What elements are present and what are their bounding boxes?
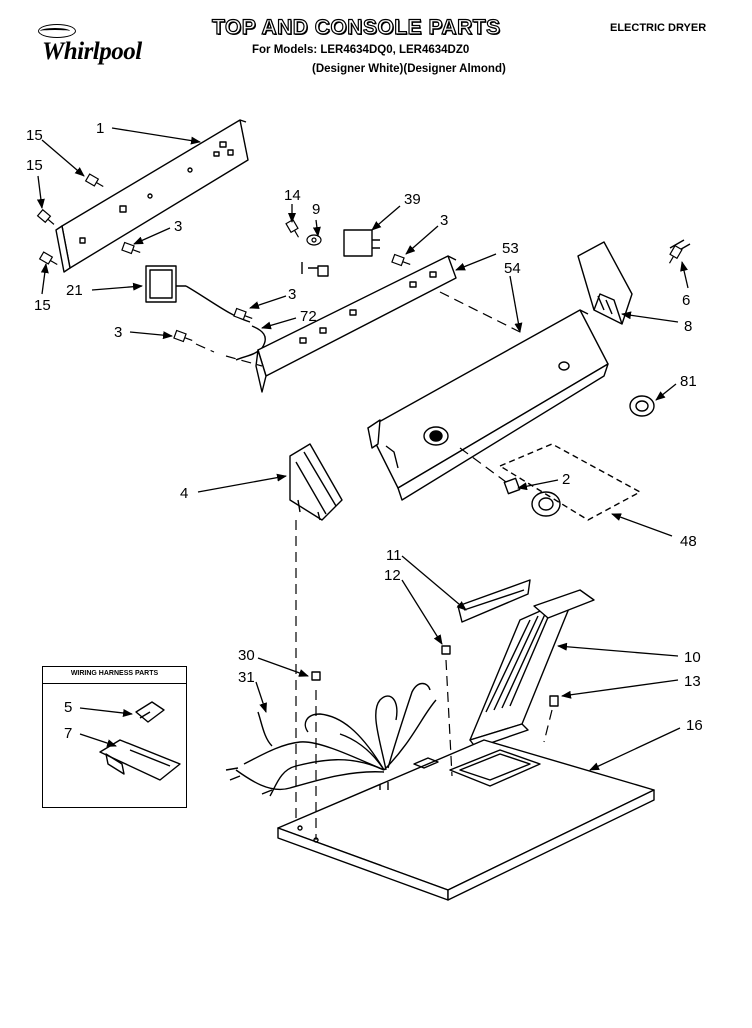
callout-2: 2 [562,471,570,488]
callout-3b: 3 [288,286,296,303]
part-timer-dial [499,443,641,521]
callout-7: 7 [64,725,72,742]
callout-14: 14 [284,187,301,204]
page-title: TOP AND CONSOLE PARTS [211,15,501,39]
callout-31: 31 [238,669,255,686]
callout-13: 13 [684,673,701,690]
colors-line: (Designer White)(Designer Almond) [312,63,506,75]
callout-3a: 3 [174,218,182,235]
leader-arrows [36,127,689,771]
part-wire-harness [225,671,437,797]
callout-8: 8 [684,318,692,335]
callout-30: 30 [238,647,255,664]
callout-81: 81 [680,373,697,390]
callout-11: 11 [386,547,402,564]
callout-16: 16 [686,717,703,734]
part-console-bracket [255,229,457,393]
callout-1: 1 [96,120,104,137]
screw-set [36,173,683,343]
callout-5: 5 [64,699,72,716]
callout-9: 9 [312,201,320,218]
whirlpool-logo: Whirlpool [36,24,170,72]
part-top-panel [277,739,655,901]
callout-54: 54 [504,260,521,277]
callout-53: 53 [502,240,519,257]
callout-3c: 3 [114,324,122,341]
callout-15c: 15 [34,297,51,314]
part-console-housing [367,309,609,501]
logo-oval-icon [38,24,76,38]
part-knob-81 [629,395,655,417]
callout-21: 21 [66,282,83,299]
inset-divider [43,683,186,684]
callout-12: 12 [384,567,401,584]
callout-72: 72 [300,308,317,325]
product-type: ELECTRIC DRYER [610,22,707,34]
callout-labels: 1 15 15 15 3 21 3 3 72 14 9 39 3 53 54 6… [26,120,703,742]
callout-15a: 15 [26,127,43,144]
reference-lines [195,291,553,840]
part-left-end-cap [289,443,343,521]
models-line: For Models: LER4634DQ0, LER4634DZ0 [252,44,470,56]
inset-title: WIRING HARNESS PARTS [70,670,159,677]
callout-3d: 3 [440,212,448,229]
callout-15b: 15 [26,157,43,174]
callout-6: 6 [682,292,690,309]
callout-4: 4 [180,485,188,502]
part-control-panel [55,119,266,361]
callout-48: 48 [680,533,697,550]
callout-39: 39 [404,191,421,208]
logo-swoosh-icon [40,28,70,34]
wiring-harness-inset: WIRING HARNESS PARTS [42,666,187,808]
part-lint-housing [441,579,595,749]
callout-10: 10 [684,649,701,666]
brand-name: Whirlpool [42,38,142,65]
part-end-cap [577,239,691,325]
